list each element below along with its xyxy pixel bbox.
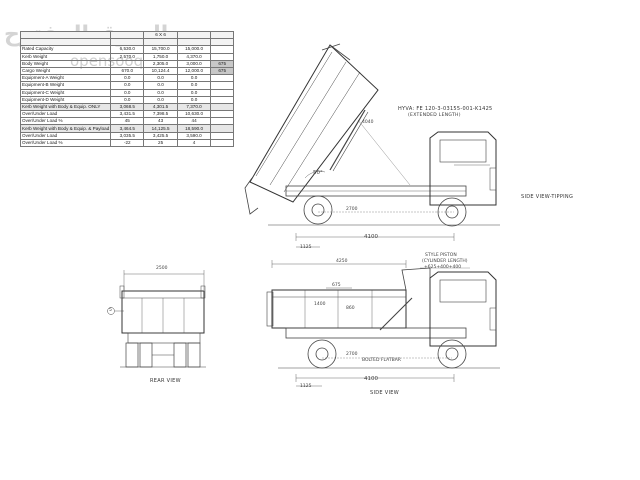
table-row — [19, 38, 234, 47]
table-cell — [210, 30, 234, 40]
side-view-title: SIDE VIEW — [370, 390, 399, 396]
table-cell — [210, 38, 234, 47]
dim-rear-width: 2500 — [156, 266, 168, 271]
dim-tipping-height: 4040 — [362, 120, 374, 125]
hyva-model-note: HYVA: FE 120-3-03155-001-K1425 — [398, 106, 493, 112]
side-view-tipping-title: SIDE VIEW-TIPPING — [521, 194, 574, 200]
table-cell — [210, 52, 234, 61]
hyva-length-note: (EXTENDED LENGTH) — [408, 113, 461, 118]
table-cell: -22 — [110, 138, 145, 148]
dim-overhang-tipping: 1125 — [300, 245, 312, 250]
tipping-angle: 50° — [313, 170, 323, 176]
side-view-drawing — [266, 260, 500, 387]
note-cylinder-dims: +625+400+400 — [424, 265, 462, 270]
table-cell — [110, 30, 145, 40]
note-cylinder-length: (CYLINDER LENGTH) — [422, 259, 468, 264]
side-view-tipping-drawing — [244, 43, 500, 248]
row-label: Over/Under Load % — [19, 138, 112, 148]
row-label — [19, 38, 112, 47]
table-row: 6 X 6 — [19, 30, 234, 40]
note-bolted-flatbar: BOLTED FLATBAR — [362, 358, 401, 363]
note-style-piston: STYLE PISTON — [425, 253, 457, 258]
rear-view-title: REAR VIEW — [150, 378, 181, 384]
dim-wheelbase-side: 2700 — [346, 352, 358, 357]
dim-wheelbase-tipping: 2700 — [346, 207, 358, 212]
row-label: Rated Capacity — [19, 45, 112, 54]
table-cell: 2,570.0 — [110, 52, 145, 61]
table-cell — [110, 38, 145, 47]
dim-overhang-side: 1125 — [300, 384, 312, 389]
dim-1400: 1400 — [314, 302, 326, 307]
row-label — [19, 30, 112, 40]
table-cell — [210, 45, 234, 54]
dim-body-length: 4250 — [336, 259, 348, 264]
callout-number: 5 — [109, 308, 112, 313]
dim-675: 675 — [332, 283, 341, 288]
table-cell: 6,530.0 — [110, 45, 145, 54]
dim-860: 860 — [346, 306, 355, 311]
dim-wheelbase-total-tipping: 4100 — [364, 234, 378, 240]
row-label: Kerb Weight — [19, 52, 112, 61]
rear-view-drawing — [107, 270, 206, 368]
dim-wheelbase-total-side: 4100 — [364, 376, 378, 382]
table-cell — [210, 138, 234, 148]
